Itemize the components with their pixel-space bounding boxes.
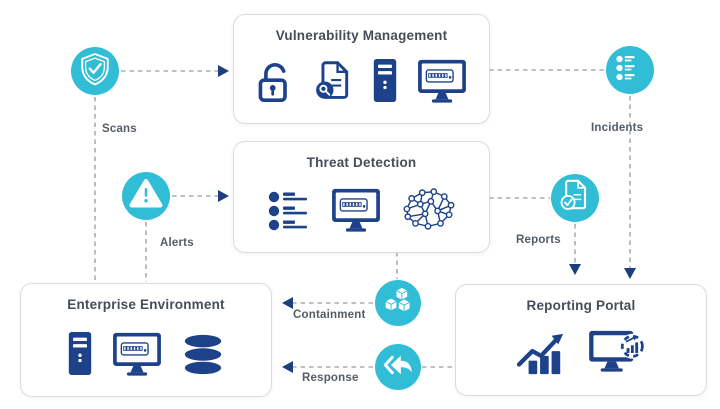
- label-reports: Reports: [516, 234, 561, 246]
- icon-row: [515, 322, 648, 395]
- database-icon: [180, 332, 226, 382]
- server-tower-icon: [371, 57, 399, 109]
- label-response: Response: [302, 372, 359, 384]
- icon-row: [255, 52, 468, 123]
- badge-incidents: [606, 46, 654, 94]
- badge-containment: [375, 280, 421, 326]
- document-check-icon: [558, 177, 592, 219]
- label-containment: Containment: [293, 309, 366, 321]
- box-title: Enterprise Environment: [67, 297, 225, 312]
- label-scans: Scans: [102, 123, 137, 135]
- arrowhead-containment-into-ee: [282, 297, 293, 309]
- label-alerts: Alerts: [160, 237, 194, 249]
- box-threat-detection: Threat Detection: [233, 141, 490, 253]
- reply-arrow-icon: [381, 348, 415, 387]
- arrowhead-response-into-ee: [282, 361, 293, 373]
- icon-row: [267, 179, 457, 252]
- box-reporting-portal: Reporting Portal: [455, 284, 707, 396]
- document-scan-icon: [312, 58, 354, 109]
- monitor-keyboard-icon: [330, 187, 382, 238]
- badge-alerts: [122, 172, 170, 220]
- monitor-keyboard-icon: [111, 331, 163, 382]
- neural-network-icon: [399, 185, 457, 238]
- server-tower-icon: [66, 330, 94, 382]
- badge-reports: [551, 174, 599, 222]
- monitor-analytics-icon: [586, 328, 648, 381]
- box-title: Vulnerability Management: [275, 28, 448, 43]
- monitor-keyboard-icon: [416, 58, 468, 109]
- label-incidents: Incidents: [591, 122, 644, 134]
- box-enterprise-environment: Enterprise Environment: [20, 283, 272, 397]
- badge-scans: [71, 47, 119, 95]
- open-padlock-icon: [255, 60, 295, 109]
- box-title: Threat Detection: [306, 155, 417, 170]
- badge-response: [375, 344, 421, 390]
- box-title: Reporting Portal: [526, 298, 636, 313]
- arrowhead-into-td: [218, 190, 229, 202]
- growth-chart-icon: [515, 330, 569, 381]
- shield-check-icon: [77, 51, 113, 92]
- cubes-icon: [381, 284, 415, 322]
- arrowhead-reports-into-rp: [569, 264, 581, 275]
- arrowhead-into-vm: [218, 65, 229, 77]
- icon-row: [66, 321, 226, 396]
- list-icon: [615, 53, 645, 88]
- box-vulnerability-management: Vulnerability Management: [233, 14, 490, 124]
- alert-triangle-icon: [128, 176, 164, 217]
- bullet-list-icon: [267, 189, 313, 238]
- arrowhead-incidents-into-rp: [624, 268, 636, 279]
